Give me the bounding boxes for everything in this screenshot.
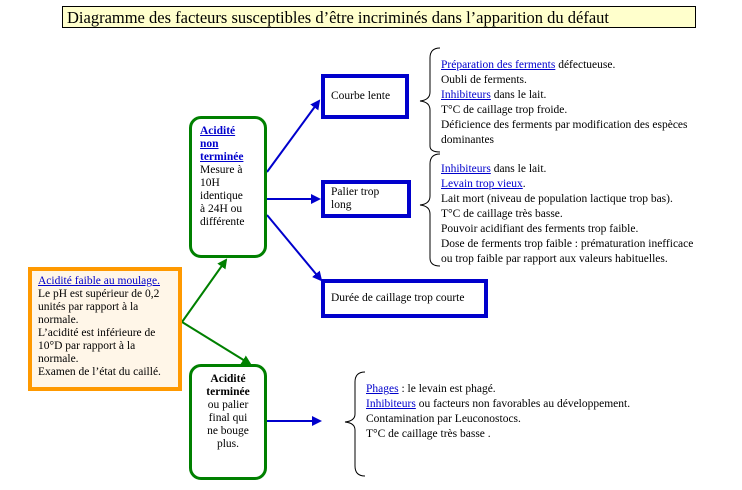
list1-item-5: Déficience des ferments par modification… [441, 119, 688, 146]
list2-item-5: Pouvoir acidifiant des ferments trop fai… [441, 223, 639, 235]
orange-box-acidite-faible: Acidité faible au moulage. Le pH est sup… [28, 267, 182, 391]
list2-item-4: T°C de caillage très basse. [441, 208, 563, 220]
orange-line-6: normale. [38, 353, 79, 365]
duree-caillage-label: Durée de caillage trop courte [331, 292, 465, 304]
list3-item-4: T°C de caillage très basse . [366, 428, 491, 440]
green-top-line-1: Mesure à [200, 164, 243, 176]
blue-box-palier-trop-long: Palier trop long [321, 180, 411, 218]
list2-item-2-text: . [522, 178, 526, 190]
brace-list2 [419, 153, 441, 267]
green-bottom-title-2: terminée [206, 386, 250, 398]
list1-item-4: T°C de caillage trop froide. [441, 104, 568, 116]
green-top-title-2[interactable]: non [200, 138, 219, 150]
arrow-orange-to-green-bottom [181, 321, 252, 366]
green-bottom-line-3: ne bouge [207, 425, 249, 437]
orange-line-7: Examen de l’état du caillé. [38, 366, 161, 378]
link-phages[interactable]: Phages [366, 383, 399, 395]
green-bottom-title-1: Acidité [210, 373, 246, 385]
list3-item-3: Contamination par Leuconostocs. [366, 413, 521, 425]
list1-item-2: Oubli de ferments. [441, 74, 527, 86]
green-box-acidite-terminee: Acidité terminée ou palier final qui ne … [189, 364, 267, 480]
list3-item-1-text: : le levain est phagé. [398, 383, 496, 395]
blue-box-courbe-lente: Courbe lente [321, 74, 409, 119]
list1-item-3: Inhibiteurs dans le lait. [441, 88, 731, 103]
list3-item-2-text: ou facteurs non favorables au développem… [415, 398, 631, 410]
list2-item-1: Inhibiteurs dans le lait. [441, 162, 693, 177]
brace-list1 [419, 47, 441, 153]
green-bottom-line-2: final qui [208, 412, 248, 424]
link-levain-trop-vieux[interactable]: Levain trop vieux [441, 178, 523, 190]
diagram-title: Diagramme des facteurs susceptibles d’êt… [62, 6, 696, 28]
green-top-line-4: à 24H ou [200, 203, 243, 215]
orange-line-2: unités par rapport à la [38, 301, 139, 313]
list1-item-3-text: dans le lait. [490, 89, 547, 101]
orange-line-4: L’acidité est inférieure de [38, 327, 156, 339]
arrow-to-duree-caillage [266, 214, 323, 282]
list-courbe-lente-causes: Préparation des ferments défectueuse. Ou… [441, 58, 731, 148]
green-top-title-3[interactable]: terminée [200, 151, 244, 163]
list-palier-trop-long-causes: Inhibiteurs dans le lait. Levain trop vi… [441, 162, 693, 267]
green-box-acidite-non-terminee: Acidité non terminée Mesure à 10H identi… [189, 116, 267, 258]
list2-item-3: Lait mort (niveau de population lactique… [441, 193, 673, 205]
green-top-title-1[interactable]: Acidité [200, 125, 236, 137]
list1-item-1: Préparation des ferments défectueuse. [441, 58, 731, 73]
link-preparation-ferments[interactable]: Préparation des ferments [441, 59, 556, 71]
orange-line-5: 10°D par rapport à la [38, 340, 136, 352]
link-inhibiteurs-1[interactable]: Inhibiteurs [441, 89, 491, 101]
green-top-line-3: identique [200, 190, 243, 202]
green-bottom-line-1: ou palier [207, 399, 249, 411]
link-inhibiteurs-2[interactable]: Inhibiteurs [441, 163, 491, 175]
courbe-lente-label: Courbe lente [331, 90, 391, 102]
green-top-line-5: différente [200, 216, 245, 228]
list3-item-1: Phages : le levain est phagé. [366, 382, 630, 397]
list2-item-1-text: dans le lait. [490, 163, 547, 175]
link-inhibiteurs-3[interactable]: Inhibiteurs [366, 398, 416, 410]
list3-item-2: Inhibiteurs ou facteurs non favorables a… [366, 397, 630, 412]
list-acidite-terminee-causes: Phages : le levain est phagé. Inhibiteur… [366, 382, 630, 442]
arrow-to-courbe-lente [266, 99, 321, 173]
blue-box-duree-caillage: Durée de caillage trop courte [321, 279, 488, 318]
arrow-orange-to-green-top [181, 258, 228, 323]
green-bottom-line-4: plus. [216, 438, 240, 450]
green-top-line-2: 10H [200, 177, 220, 189]
brace-list3 [344, 371, 366, 477]
palier-trop-long-label: Palier trop long [331, 186, 380, 211]
link-acidite-faible[interactable]: Acidité faible au moulage. [38, 275, 160, 287]
list1-item-1-text: défectueuse. [555, 59, 616, 71]
orange-line-1: Le pH est supérieur de 0,2 [38, 288, 160, 300]
list2-item-7: ou trop faible par rapport aux valeurs h… [441, 253, 668, 265]
list2-item-6: Dose de ferments trop faible : prématura… [441, 238, 694, 250]
list2-item-2: Levain trop vieux. [441, 177, 693, 192]
orange-line-3: normale. [38, 314, 79, 326]
